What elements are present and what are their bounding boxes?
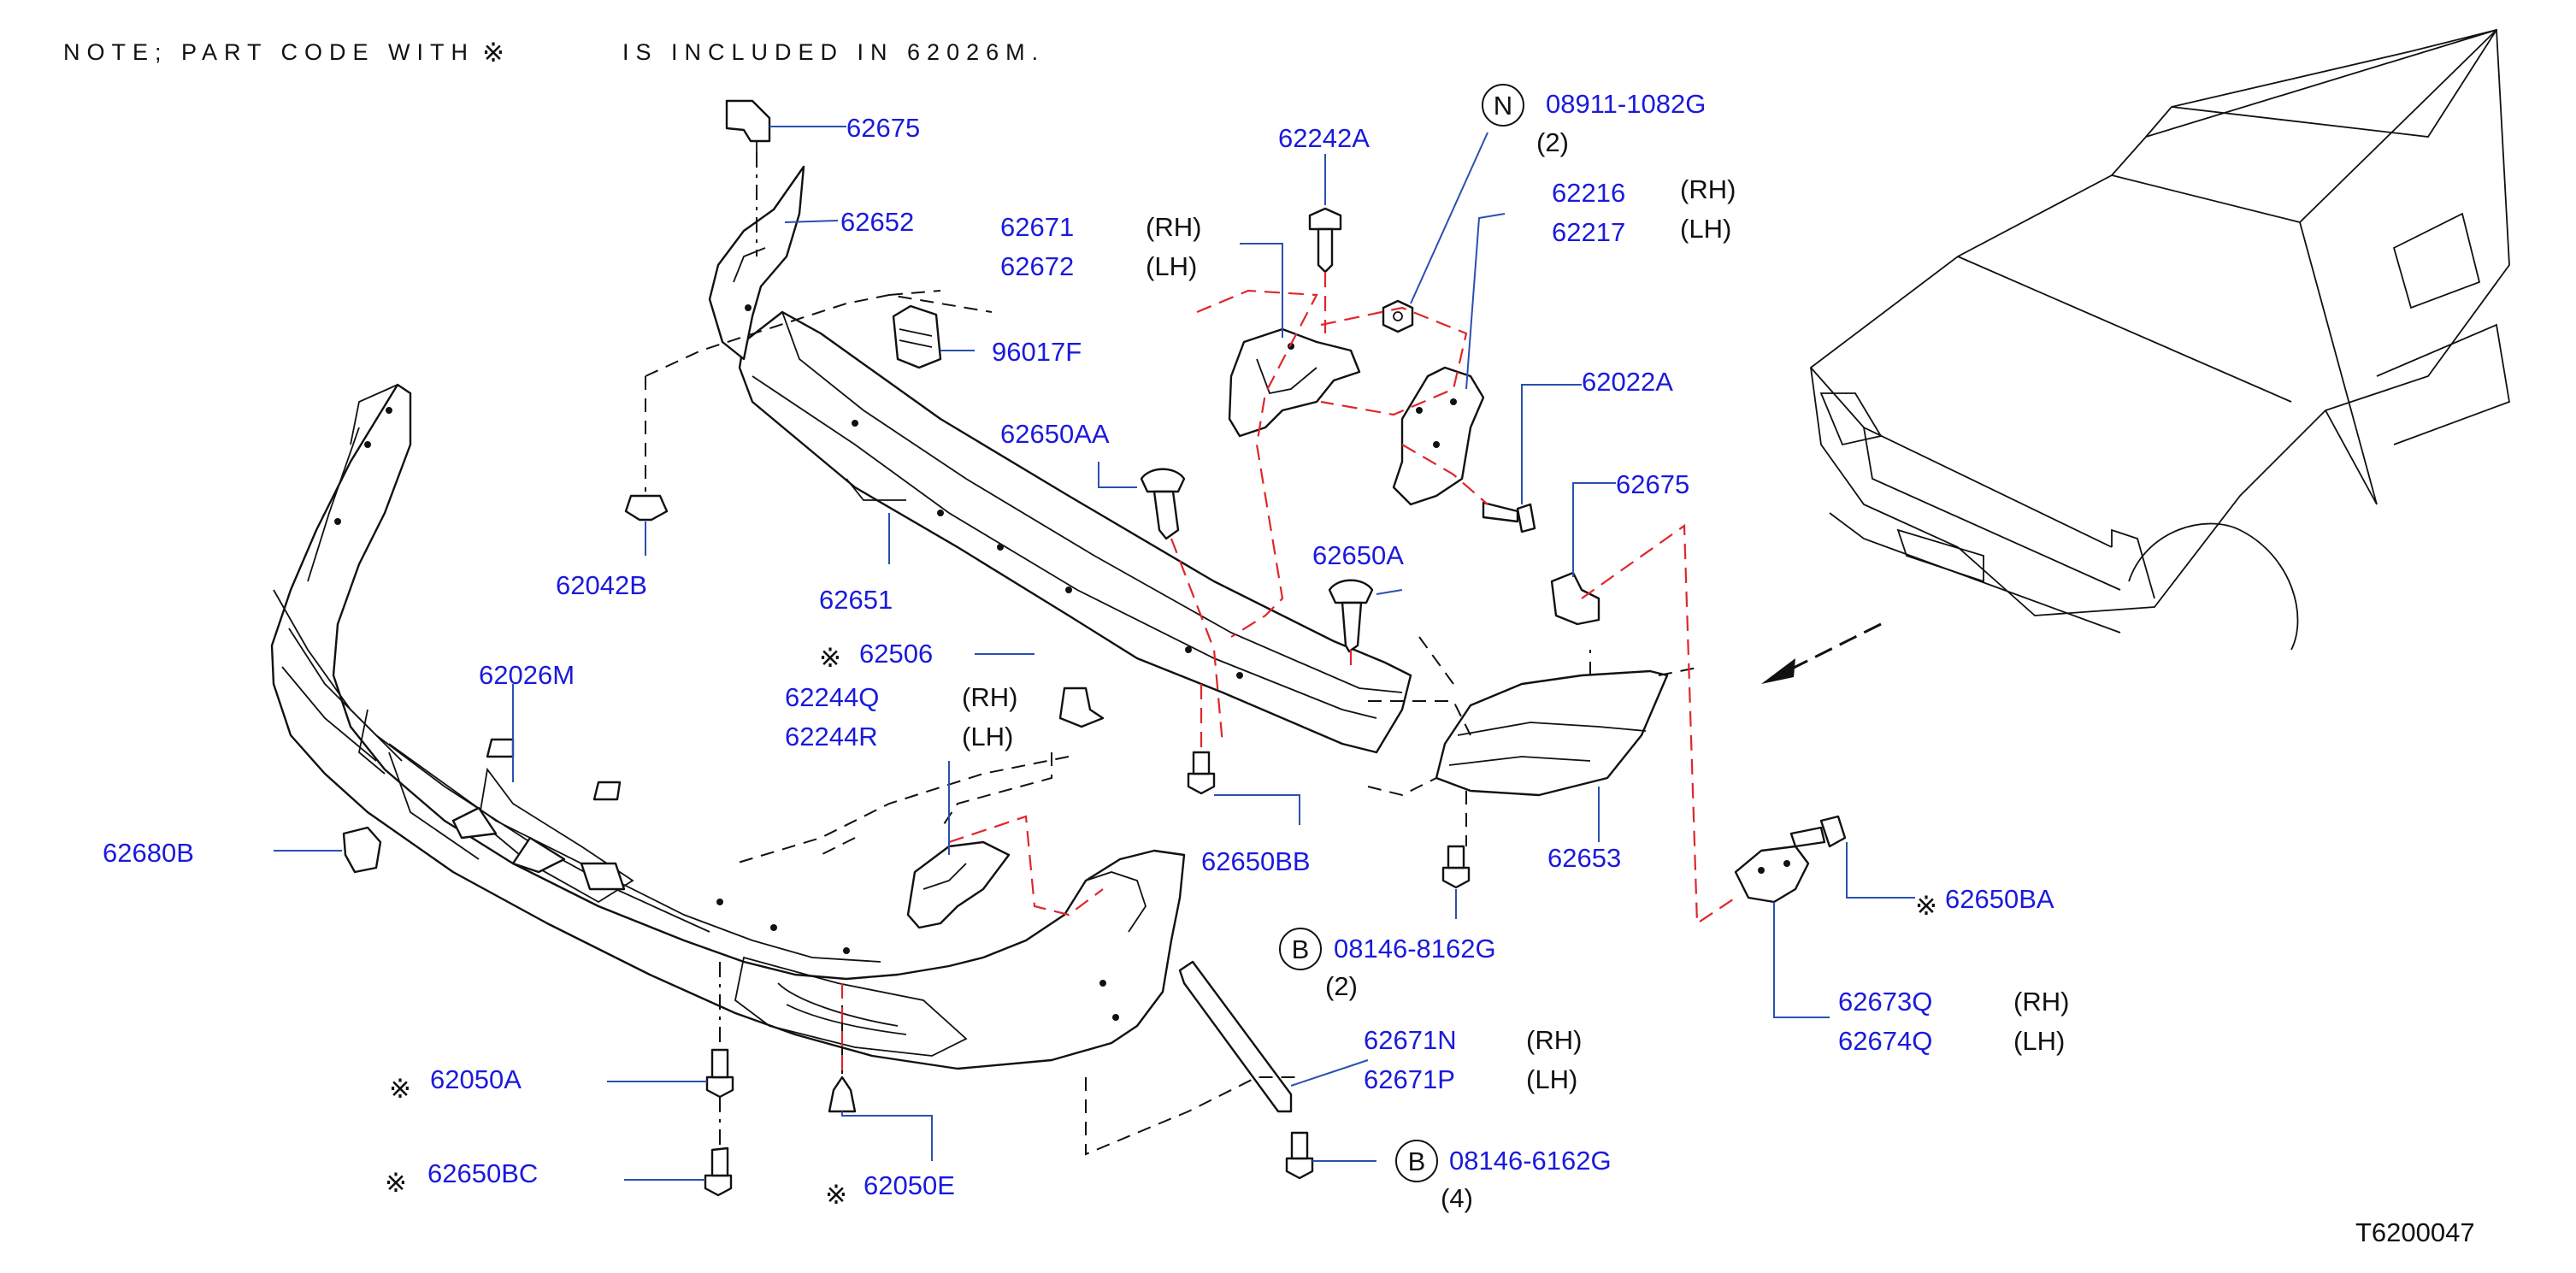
- label-62674Q[interactable]: 62674Q: [1838, 1026, 1932, 1056]
- label-62653[interactable]: 62653: [1547, 843, 1621, 873]
- clip-62506: [1058, 687, 1105, 728]
- bolt-08146-8162G: [1441, 845, 1471, 889]
- label-62050A[interactable]: 62050A: [430, 1064, 522, 1094]
- label-62675-top[interactable]: 62675: [846, 113, 920, 143]
- label-lh: (LH): [1146, 251, 1197, 281]
- vehicle-icon: [1810, 28, 2511, 651]
- bracket-62671-62672: [1228, 327, 1361, 438]
- bracket-62652: [708, 165, 805, 361]
- label-08146-8162G[interactable]: 08146-8162G: [1334, 934, 1496, 964]
- label-62650BC[interactable]: 62650BC: [427, 1158, 538, 1188]
- side-extension-62653: [1435, 669, 1669, 797]
- label-62652[interactable]: 62652: [840, 207, 914, 237]
- screw-62650A: [1328, 579, 1374, 653]
- screw-62650AA: [1140, 468, 1186, 540]
- stay-62671N-62671P: [1178, 960, 1293, 1113]
- label-62216[interactable]: 62216: [1552, 178, 1625, 208]
- label-62650A[interactable]: 62650A: [1312, 540, 1404, 570]
- b-circle-letter: B: [1292, 934, 1310, 964]
- reinforcement-62651: [738, 310, 1412, 754]
- label-08911-1082G[interactable]: 08911-1082G: [1546, 89, 1706, 119]
- label-08146-6162G[interactable]: 08146-6162G: [1449, 1146, 1612, 1176]
- label-62242A[interactable]: 62242A: [1278, 123, 1370, 153]
- note-suffix: IS INCLUDED IN 62026M.: [622, 39, 1045, 65]
- pad-96017F: [892, 304, 942, 369]
- label-62673Q[interactable]: 62673Q: [1838, 987, 1932, 1017]
- label-lh: (LH): [962, 722, 1013, 751]
- bolt-62650BA: [1789, 815, 1847, 848]
- bracket-62244Q-62244R: [906, 840, 1011, 929]
- red-guide-lines: [840, 272, 1736, 1073]
- b-circle-icon: [1279, 928, 1322, 970]
- clip-62050E: [828, 1076, 857, 1113]
- label-62244R[interactable]: 62244R: [785, 722, 878, 751]
- label-62651[interactable]: 62651: [819, 585, 893, 615]
- kome-mark-icon: ※: [385, 1168, 407, 1198]
- label-62042B[interactable]: 62042B: [556, 570, 647, 600]
- bolt-62050A: [705, 1048, 734, 1099]
- direction-arrow-icon: [1761, 622, 1882, 684]
- kome-mark-icon: ※: [825, 1180, 847, 1210]
- label-lh: (LH): [1526, 1064, 1577, 1094]
- b-circle-letter: B: [1408, 1146, 1426, 1176]
- label-62675-right[interactable]: 62675: [1616, 469, 1689, 499]
- kome-mark-icon: ※: [1915, 891, 1937, 921]
- label-62217[interactable]: 62217: [1552, 217, 1625, 247]
- leader-lines: [274, 126, 1915, 1181]
- bolt-62650BB: [1187, 751, 1216, 795]
- label-rh: (RH): [1526, 1025, 1582, 1055]
- label-62671P[interactable]: 62671P: [1364, 1064, 1455, 1094]
- kome-mark-icon: ※: [819, 643, 841, 673]
- label-62680B[interactable]: 62680B: [103, 838, 194, 868]
- bracket-62673Q-62674Q: [1734, 845, 1810, 904]
- label-62650BA[interactable]: 62650BA: [1945, 884, 2054, 914]
- label-rh: (RH): [2013, 987, 2069, 1017]
- b-circle-icon: [1395, 1140, 1438, 1182]
- label-rh: (RH): [1146, 212, 1201, 242]
- bolt-62650BC: [704, 1146, 733, 1197]
- label-qty: (4): [1441, 1183, 1473, 1213]
- label-qty: (2): [1536, 127, 1569, 157]
- label-qty: (2): [1325, 971, 1358, 1001]
- bolt-62022A: [1482, 501, 1536, 533]
- bracket-62680B: [342, 826, 382, 874]
- label-62671[interactable]: 62671: [1000, 212, 1074, 242]
- label-62506[interactable]: 62506: [859, 639, 933, 669]
- clip-62675-top: [725, 99, 771, 152]
- note-prefix: NOTE; PART CODE WITH: [63, 39, 475, 65]
- label-rh: (RH): [962, 682, 1017, 712]
- label-62672[interactable]: 62672: [1000, 251, 1074, 281]
- kome-mark-icon: ※: [482, 38, 504, 68]
- diagram-code: T6200047: [2355, 1217, 2475, 1247]
- clip-62675-right: [1550, 571, 1600, 626]
- bolt-62242A: [1308, 207, 1342, 274]
- label-lh: (LH): [1680, 214, 1731, 244]
- n-circle-letter: N: [1494, 91, 1512, 121]
- label-62650BB[interactable]: 62650BB: [1201, 846, 1311, 876]
- clip-62042B: [624, 494, 669, 522]
- label-62671N[interactable]: 62671N: [1364, 1025, 1457, 1055]
- label-62022A[interactable]: 62022A: [1582, 367, 1673, 397]
- n-circle-icon: [1482, 84, 1524, 127]
- bolt-08146-6162G: [1285, 1131, 1314, 1180]
- label-62050E[interactable]: 62050E: [864, 1170, 955, 1200]
- label-rh: (RH): [1680, 174, 1736, 204]
- kome-mark-icon: ※: [389, 1074, 411, 1104]
- label-62026M[interactable]: 62026M: [479, 660, 575, 690]
- label-62244Q[interactable]: 62244Q: [785, 682, 879, 712]
- bumper-fascia-62026M: [270, 383, 1186, 1070]
- bracket-62216-62217: [1392, 366, 1485, 506]
- nut-08911-1082G: [1382, 299, 1414, 333]
- label-62650AA[interactable]: 62650AA: [1000, 419, 1110, 449]
- label-lh: (LH): [2013, 1026, 2065, 1056]
- label-96017F[interactable]: 96017F: [992, 337, 1082, 367]
